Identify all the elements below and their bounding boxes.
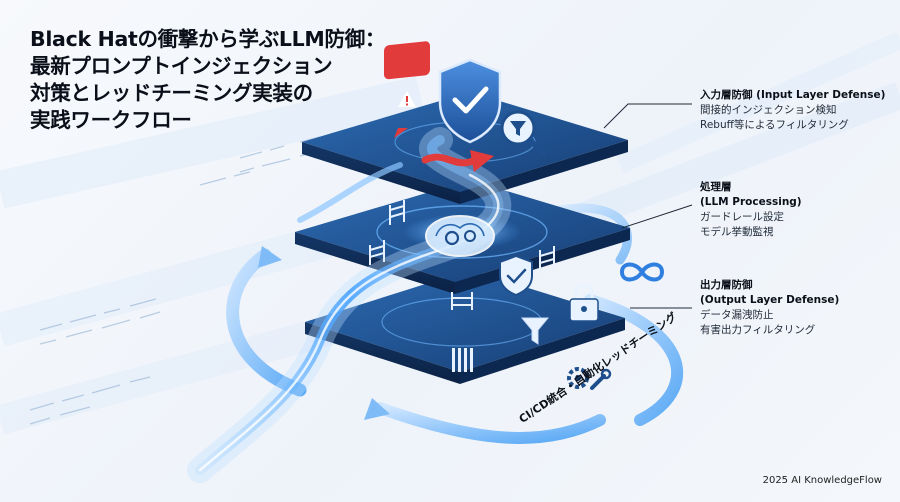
filter-grid-icon [452, 348, 473, 372]
filter-search-icon [500, 110, 547, 157]
ladder-icon [369, 200, 555, 310]
processing-layer-heading1: 処理層 [700, 181, 732, 193]
processing-layer-label: 処理層 (LLM Processing) ガードレール設定 モデル挙動監視 [700, 180, 802, 240]
output-layer-desc2: 有害出力フィルタリング [700, 324, 816, 336]
page-title-line3: 対策とレッドチーミング実装の [30, 81, 313, 105]
data-stream-right [555, 31, 900, 239]
loop-arrows [226, 203, 683, 444]
page-title-line1: Black Hatの衝撃から学ぶLLM防御： [30, 27, 386, 51]
processing-layer-heading2: (LLM Processing) [700, 196, 802, 208]
lock-icon [569, 284, 599, 322]
footer-credit: 2025 AI KnowledgeFlow [762, 475, 882, 486]
page-title-line2: 最新プロンプトインジェクション [30, 54, 333, 78]
input-layer-label: 入力層防御 (Input Layer Defense) 間接的インジェクション検… [700, 88, 885, 133]
threat-arrow [421, 150, 494, 172]
data-flow-stream [187, 127, 512, 483]
output-layer-desc1: データ漏洩防止 [700, 309, 774, 321]
output-layer-heading1: 出力層防御 [700, 279, 753, 291]
page-title: Black Hatの衝撃から学ぶLLM防御： 最新プロンプトインジェクション 対… [30, 26, 410, 134]
output-layer-label: 出力層防御 (Output Layer Defense) データ漏洩防止 有害出… [700, 278, 839, 338]
infinity-icon [619, 262, 665, 282]
warning-icon [384, 41, 430, 138]
processing-layer-desc1: ガードレール設定 [700, 211, 784, 223]
leader-lines [603, 103, 693, 309]
input-layer-desc1: 間接的インジェクション検知 [700, 104, 837, 116]
input-layer-heading: 入力層防御 (Input Layer Defense) [700, 89, 886, 101]
shield-check-icon [438, 58, 502, 144]
funnel-icon [520, 317, 550, 345]
brain-gears-icon [425, 215, 495, 257]
processing-layer-desc2: モデル挙動監視 [700, 226, 774, 238]
input-layer-desc2: Rebuff等によるフィルタリング [700, 119, 849, 131]
page-title-line4: 実践ワークフロー [30, 108, 192, 132]
output-layer-heading2: (Output Layer Defense) [700, 294, 840, 306]
gear-wrench-icon [567, 367, 612, 390]
shield-small-icon [499, 254, 533, 297]
